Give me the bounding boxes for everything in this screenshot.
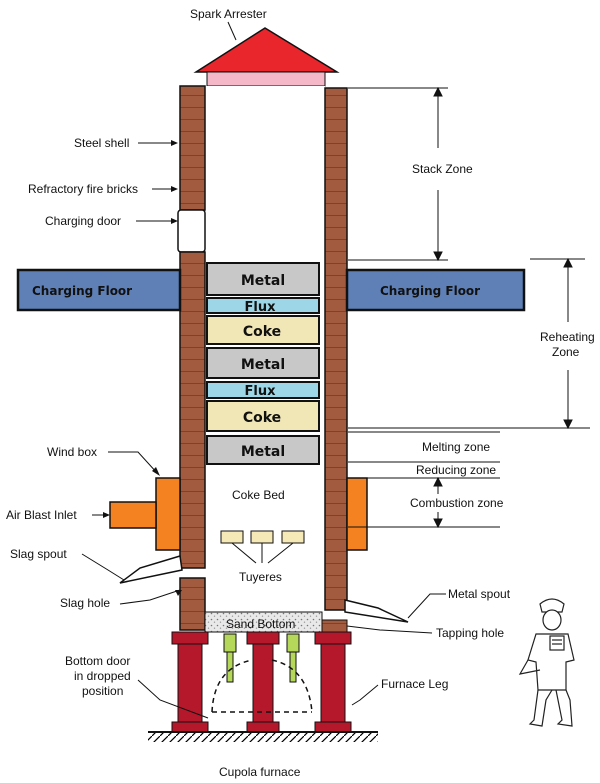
furnace-leg-label: Furnace Leg bbox=[381, 677, 448, 691]
left-brick-wall-upper bbox=[179, 85, 206, 211]
charging-door bbox=[177, 209, 206, 253]
layer-flux-2-label: Flux bbox=[245, 384, 277, 399]
air-blast-inlet-label: Air Blast Inlet bbox=[6, 508, 77, 522]
layer-metal-3 bbox=[206, 435, 320, 465]
charging-floor-right-label: Charging Floor bbox=[380, 284, 480, 298]
left-brick-wall-base bbox=[179, 577, 206, 631]
melting-zone-label: Melting zone bbox=[422, 440, 490, 454]
wind-box-right bbox=[346, 477, 368, 551]
metal-spout bbox=[344, 599, 409, 623]
layer-flux-2 bbox=[206, 381, 320, 399]
left-leader-lines bbox=[81, 142, 209, 719]
tapping-hole-label: Tapping hole bbox=[436, 626, 504, 640]
layer-metal-2 bbox=[206, 347, 320, 379]
worker-figure bbox=[518, 598, 575, 727]
stack-zone-label: Stack Zone bbox=[412, 162, 473, 176]
bottom-door-label-1: Bottom door bbox=[65, 654, 130, 668]
metal-spout-label: Metal spout bbox=[448, 587, 511, 601]
wind-box-left bbox=[155, 477, 181, 551]
leg-middle bbox=[246, 631, 280, 645]
tuyeres-label: Tuyeres bbox=[239, 570, 282, 584]
charging-floor-right bbox=[345, 268, 526, 312]
layer-metal-1-label: Metal bbox=[241, 273, 285, 289]
layer-metal-3-label: Metal bbox=[241, 444, 285, 460]
wind-box-label: Wind box bbox=[47, 445, 97, 459]
slag-spout bbox=[119, 555, 183, 584]
combustion-zone-label: Combustion zone bbox=[410, 496, 504, 510]
slag-hole-label: Slag hole bbox=[60, 596, 110, 610]
layer-metal-2-label: Metal bbox=[241, 357, 285, 373]
bottom-door bbox=[211, 659, 313, 713]
reheating-zone-label-1: Reheating bbox=[540, 330, 595, 344]
coke-bed-label: Coke Bed bbox=[232, 488, 285, 502]
spark-arrester-arrow bbox=[227, 21, 237, 41]
charging-floor-left bbox=[16, 268, 182, 312]
charge-layers: Metal Flux Coke Metal Flux Coke Metal bbox=[206, 262, 320, 465]
left-brick-wall-lower bbox=[179, 251, 206, 569]
reducing-zone-label: Reducing zone bbox=[416, 463, 496, 477]
bottom-door-label-2: in dropped bbox=[74, 669, 131, 683]
layer-coke-1-label: Coke bbox=[243, 324, 281, 340]
sand-bottom-label: Sand Bottom bbox=[226, 617, 295, 631]
spark-arrester bbox=[193, 27, 340, 87]
right-leader-lines bbox=[346, 593, 446, 706]
left-arrow-heads bbox=[103, 140, 182, 596]
tuyere-2 bbox=[250, 530, 274, 544]
charging-door-label: Charging door bbox=[45, 214, 121, 228]
tuyere-1 bbox=[220, 530, 244, 544]
layer-coke-2 bbox=[206, 400, 320, 432]
ground-hatch bbox=[148, 732, 378, 742]
bottom-door-label-3: position bbox=[82, 684, 123, 698]
slag-spout-label: Slag spout bbox=[10, 547, 67, 561]
layer-flux-1 bbox=[206, 297, 320, 314]
caption: Cupola furnace bbox=[219, 765, 301, 779]
right-brick-wall-base bbox=[321, 619, 348, 633]
fire-bricks-label: Refractory fire bricks bbox=[28, 182, 138, 196]
layer-coke-1 bbox=[206, 315, 320, 345]
leg-left bbox=[171, 631, 209, 645]
tuyeres bbox=[220, 530, 305, 564]
right-brick-wall bbox=[324, 87, 348, 611]
zone-dimension-lines bbox=[348, 86, 590, 529]
charging-floor-left-label: Charging Floor bbox=[32, 284, 132, 298]
tuyere-3 bbox=[281, 530, 305, 544]
support-pipes bbox=[223, 633, 300, 683]
reheating-zone-label-2: Zone bbox=[552, 345, 580, 359]
air-blast-inlet bbox=[109, 501, 157, 529]
leg-right bbox=[314, 631, 352, 645]
steel-shell-label: Steel shell bbox=[74, 136, 129, 150]
layer-metal-1 bbox=[206, 262, 320, 296]
spark-arrester-label: Spark Arrester bbox=[190, 7, 267, 21]
furnace-legs bbox=[171, 631, 352, 733]
layer-coke-2-label: Coke bbox=[243, 410, 281, 426]
layer-flux-1-label: Flux bbox=[245, 300, 277, 315]
